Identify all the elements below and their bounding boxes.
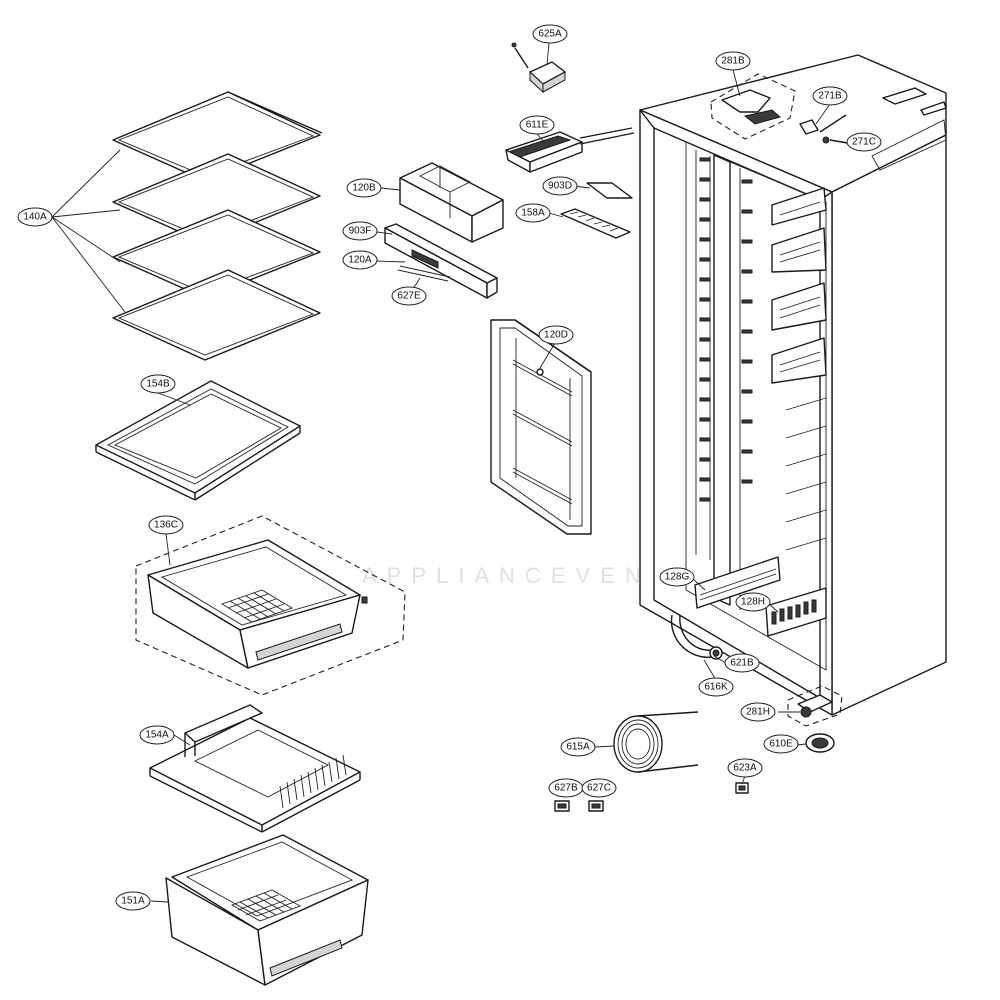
svg-text:120B: 120B: [352, 183, 376, 194]
washer-ring: [805, 733, 835, 753]
callout-128h: 128H: [735, 592, 771, 612]
glass-shelves: [51, 91, 323, 361]
svg-text:281H: 281H: [746, 707, 770, 718]
callout-271b: 271B: [812, 86, 848, 106]
callout-154a: 154A: [139, 725, 175, 745]
shelf-frame: [95, 380, 301, 501]
lower-hinge: [778, 685, 843, 727]
svg-text:128H: 128H: [741, 597, 765, 608]
svg-text:158A: 158A: [521, 208, 545, 219]
callout-281h: 281H: [740, 702, 776, 722]
svg-text:627E: 627E: [397, 291, 421, 302]
callout-611e: 611E: [519, 115, 555, 135]
svg-text:120A: 120A: [348, 255, 372, 266]
svg-text:627C: 627C: [587, 783, 611, 794]
svg-text:903D: 903D: [548, 181, 572, 192]
water-tube-coil: [594, 711, 699, 773]
svg-text:610E: 610E: [769, 739, 793, 750]
callout-120a: 120A: [342, 250, 378, 270]
callout-615a: 615A: [560, 737, 596, 757]
callout-610e: 610E: [763, 734, 799, 754]
callout-151a: 151A: [115, 891, 151, 911]
svg-text:627B: 627B: [554, 783, 578, 794]
glass-shelf-2: [112, 153, 321, 244]
grille-bar: [548, 208, 631, 239]
callout-621b: 621B: [724, 653, 760, 673]
callout-616k: 616K: [698, 677, 734, 697]
callout-154b: 154B: [140, 374, 176, 394]
fan-motor-cover: [505, 127, 635, 173]
glass-shelf-1: [112, 91, 323, 182]
callout-623a: 623A: [727, 758, 763, 778]
glass-shelf-4: [112, 269, 321, 361]
glass-shelf-3: [112, 209, 321, 299]
svg-text:281B: 281B: [721, 56, 745, 67]
callout-120d: 120D: [538, 325, 574, 345]
svg-text:903F: 903F: [349, 226, 372, 237]
callout-903f: 903F: [342, 221, 378, 241]
callout-136c: 136C: [148, 515, 184, 535]
clip-623a: [735, 782, 749, 794]
svg-text:625A: 625A: [538, 29, 562, 40]
svg-text:615A: 615A: [566, 742, 590, 753]
rear-duct-panel: [490, 319, 592, 535]
svg-text:616K: 616K: [704, 682, 728, 693]
svg-text:621B: 621B: [730, 658, 754, 669]
lower-drawer: [150, 834, 369, 986]
callout-625a: 625A: [532, 24, 568, 44]
callout-140a: 140A: [17, 207, 53, 227]
svg-text:140A: 140A: [23, 212, 47, 223]
svg-text:128G: 128G: [665, 572, 690, 583]
callout-281b: 281B: [715, 51, 751, 71]
svg-text:611E: 611E: [526, 120, 549, 131]
crisper-cover: [149, 704, 361, 833]
svg-text:151A: 151A: [121, 896, 145, 907]
callout-120b: 120B: [346, 178, 382, 198]
callout-627b: 627B: [548, 778, 584, 798]
crisper-drawer-assembly: [135, 515, 406, 696]
insulation-strip: [572, 182, 633, 199]
callout-158a: 158A: [515, 203, 551, 223]
svg-text:271C: 271C: [852, 137, 876, 148]
svg-text:154B: 154B: [146, 379, 170, 390]
refrigerator-cabinet: [639, 54, 947, 716]
sensor-module: [511, 42, 566, 94]
fan-housing: [380, 162, 504, 243]
clamps: [554, 800, 604, 812]
evaporator-cover: [376, 223, 498, 299]
svg-text:623A: 623A: [733, 763, 757, 774]
svg-text:120D: 120D: [544, 330, 568, 341]
svg-text:271B: 271B: [818, 91, 842, 102]
callout-271c: 271C: [846, 132, 882, 152]
callout-627e: 627E: [391, 286, 427, 306]
callout-903d: 903D: [542, 176, 578, 196]
svg-text:154A: 154A: [145, 730, 169, 741]
callout-627c: 627C: [581, 778, 617, 798]
callout-128g: 128G: [659, 567, 695, 587]
svg-text:136C: 136C: [154, 520, 178, 531]
